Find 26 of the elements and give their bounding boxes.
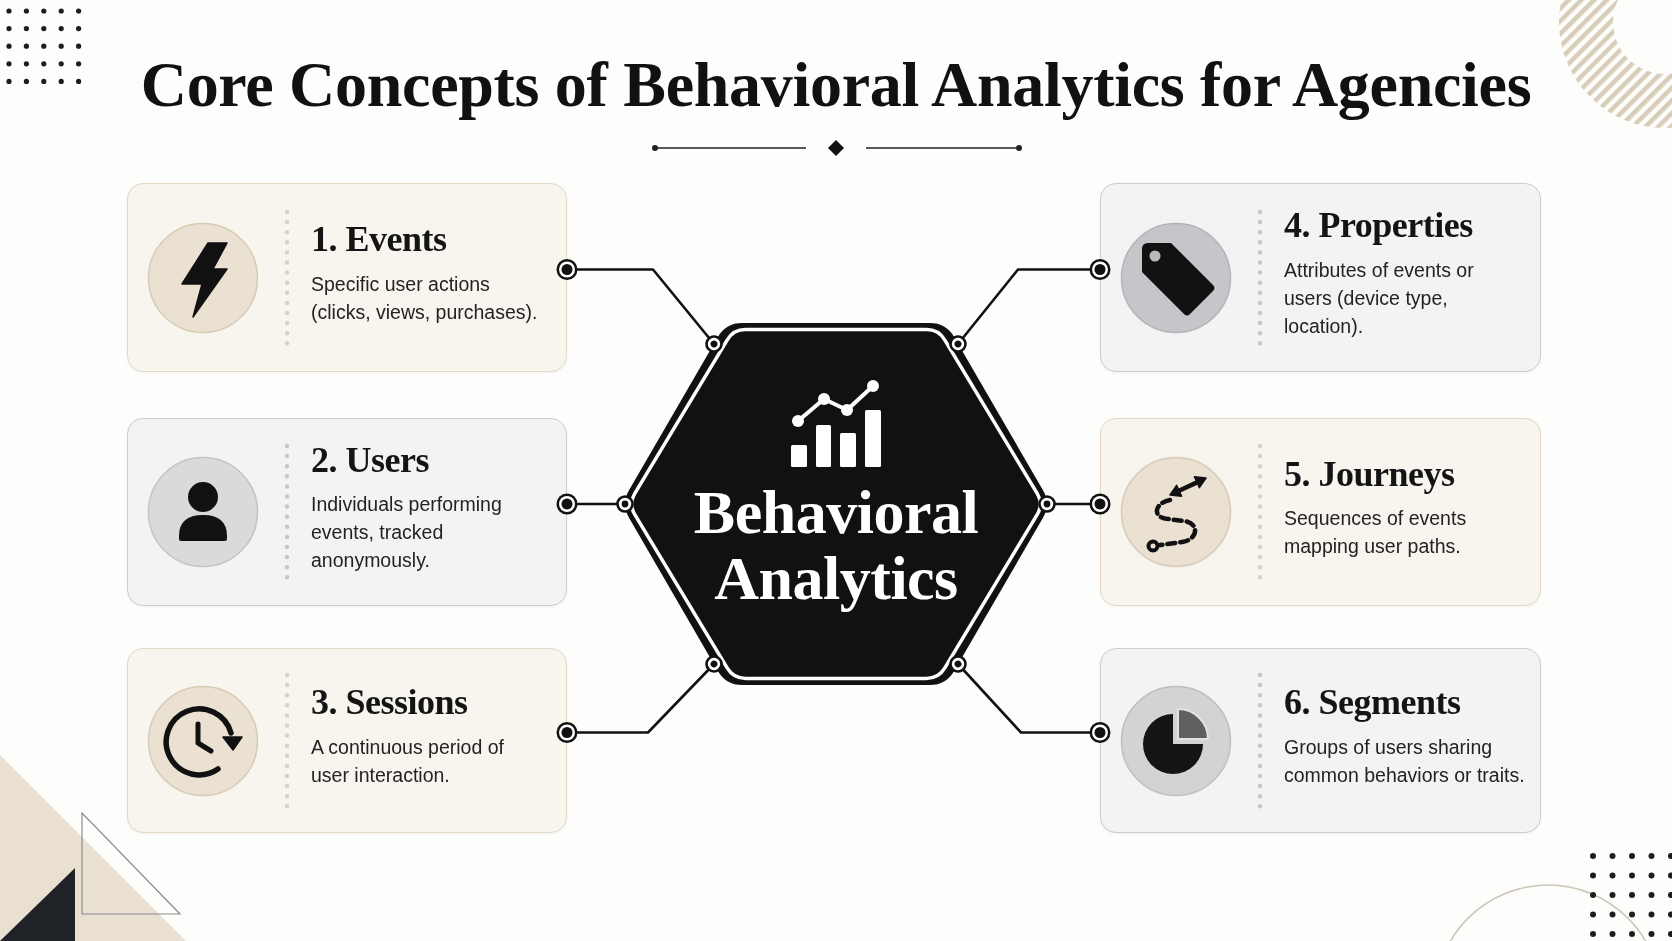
card-heading: 4. Properties	[1284, 205, 1473, 247]
card-description: Groups of users sharing common behaviors or traits.	[1284, 734, 1526, 788]
page-title: Core Concepts of Behavioral Analytics for Agencies	[140, 48, 1532, 122]
concept-card	[1100, 648, 1541, 833]
connector-line	[556, 493, 634, 515]
concept-card	[127, 648, 567, 833]
card-heading: 3. Sessions	[311, 682, 468, 724]
concept-card	[1100, 183, 1541, 372]
card-description: Sequences of events mapping user paths.	[1284, 506, 1468, 560]
card-description: Attributes of events or users (device type, location).	[1284, 257, 1475, 339]
connector-line	[1038, 493, 1111, 515]
concept-card	[127, 418, 567, 606]
connector-line	[949, 259, 1111, 353]
connector-line	[556, 655, 723, 743]
card-heading: 5. Journeys	[1284, 453, 1455, 496]
card-description: Individuals performing events, tracked anonymously.	[311, 492, 503, 574]
connector-line	[556, 259, 723, 353]
card-description: A continuous period of user interaction.	[311, 734, 505, 788]
hub-title: Behavioral Analytics	[692, 479, 980, 611]
concept-card	[127, 183, 567, 372]
card-heading: 1. Events	[311, 219, 447, 261]
connector-line	[949, 655, 1111, 743]
concept-card	[1100, 418, 1541, 606]
card-description: Specific user actions (clicks, views, purchases).	[311, 271, 539, 325]
card-heading: 2. Users	[311, 439, 429, 482]
card-heading: 6. Segments	[1284, 682, 1461, 724]
